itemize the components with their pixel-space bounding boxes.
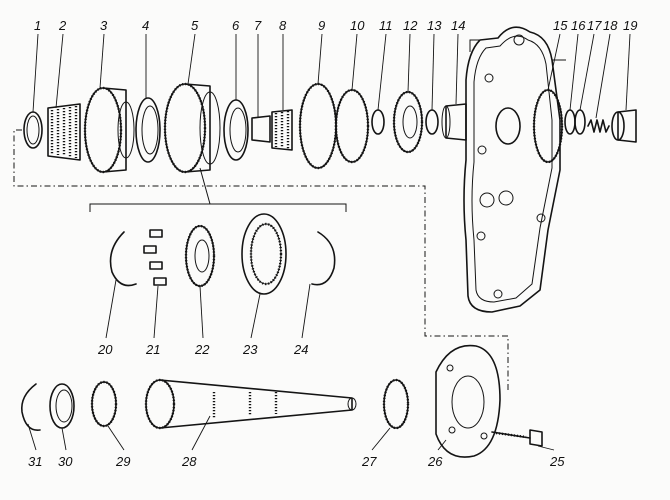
bearing-flange-26	[435, 344, 501, 458]
label-part-15: 15	[553, 18, 568, 33]
label-part-11: 11	[379, 18, 393, 33]
label-part-17: 17	[587, 18, 602, 33]
label-part-28: 28	[181, 454, 197, 469]
key-21a	[143, 245, 157, 254]
label-part-13: 13	[427, 18, 442, 33]
label-part-26: 26	[427, 454, 443, 469]
label-part-2: 2	[58, 18, 67, 33]
label-part-9: 9	[318, 18, 325, 33]
snap-ring-13	[425, 109, 439, 135]
key-21d	[149, 229, 163, 238]
label-part-29: 29	[115, 454, 130, 469]
part-labels: 1 2 3 4 5 6 7 8 9 10 11 12 13 14 15 16 1…	[28, 18, 637, 469]
upper-shaft-assembly	[23, 82, 637, 174]
label-part-16: 16	[571, 18, 586, 33]
label-part-5: 5	[191, 18, 199, 33]
label-part-25: 25	[549, 454, 565, 469]
snap-ring-16	[564, 109, 576, 135]
label-part-30: 30	[58, 454, 73, 469]
label-part-8: 8	[279, 18, 287, 33]
housing-gasket	[463, 26, 566, 313]
label-part-23: 23	[242, 342, 258, 357]
assembly-lines	[13, 129, 509, 390]
label-part-19: 19	[623, 18, 637, 33]
label-part-12: 12	[403, 18, 418, 33]
synchro-ring-4	[135, 97, 161, 163]
synchro-sleeve-23	[241, 213, 287, 295]
label-part-1: 1	[34, 18, 41, 33]
leader-lines	[27, 33, 631, 451]
synchronizer-detail	[109, 213, 336, 295]
housing-bearing	[495, 107, 521, 145]
shaft-section-7	[251, 115, 271, 143]
label-part-24: 24	[293, 342, 308, 357]
snap-ring-31	[20, 383, 41, 431]
label-part-27: 27	[361, 454, 377, 469]
label-part-20: 20	[97, 342, 113, 357]
needle-sleeve-14	[445, 103, 467, 141]
label-part-4: 4	[142, 18, 149, 33]
label-part-14: 14	[451, 18, 465, 33]
label-part-3: 3	[100, 18, 108, 33]
spring-ring-24	[311, 231, 336, 286]
label-part-7: 7	[254, 18, 262, 33]
splined-shaft-2	[47, 103, 81, 161]
label-part-18: 18	[603, 18, 618, 33]
spring-18	[587, 119, 610, 133]
snap-ring-17	[574, 109, 586, 135]
lower-shaft-assembly	[20, 344, 543, 458]
label-part-21: 21	[145, 342, 160, 357]
label-part-6: 6	[232, 18, 240, 33]
needle-bearing-8	[271, 109, 293, 151]
key-21c	[153, 277, 167, 286]
spring-ring-20	[109, 231, 137, 287]
gear-10	[335, 89, 369, 163]
label-part-31: 31	[28, 454, 42, 469]
plug-19	[617, 109, 637, 143]
label-part-10: 10	[350, 18, 365, 33]
snap-ring-11	[371, 109, 385, 135]
key-21b	[149, 261, 163, 270]
label-part-22: 22	[194, 342, 210, 357]
